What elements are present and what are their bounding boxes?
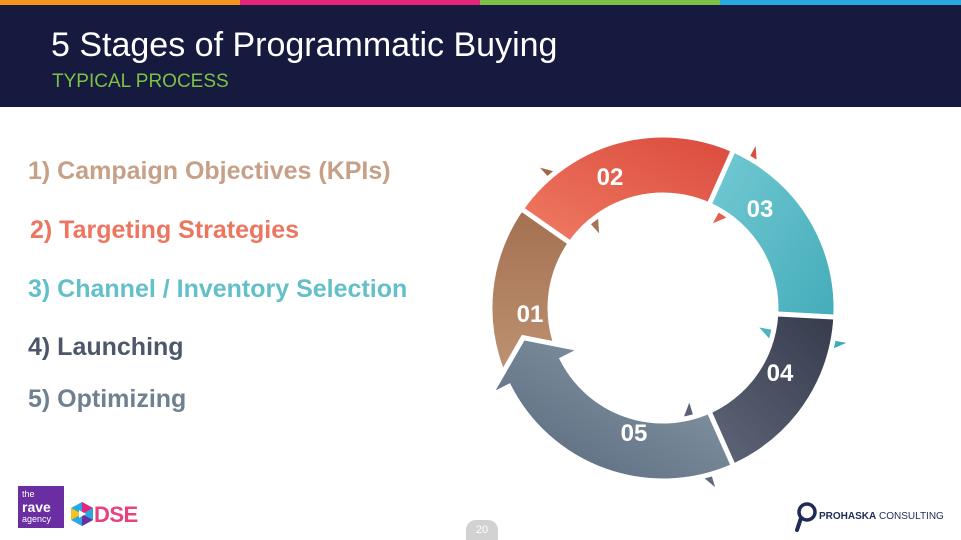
cycle-label-01: 01 (517, 301, 544, 328)
cycle-label-02: 02 (597, 164, 624, 191)
cycle-arrow-05 (482, 334, 737, 484)
prohaska-consulting-logo: PROHASKA CONSULTING (795, 502, 955, 532)
page-number: 20 (466, 520, 498, 540)
stage-item-4: 4) Launching (28, 333, 184, 361)
stage-item-3: 3) Channel / Inventory Selection (28, 275, 408, 303)
rave-logo-line-1: the (22, 489, 35, 499)
rave-logo-line-2: rave (22, 499, 51, 515)
slide-title: 5 Stages of Programmatic Buying (51, 26, 558, 64)
cycle-segments (482, 128, 860, 502)
rave-logo-line-3: agency (22, 514, 52, 524)
top-bar-green (480, 0, 720, 5)
cycle-label-04: 04 (767, 360, 794, 387)
prohaska-logo-text: PROHASKA CONSULTING (819, 511, 944, 522)
prohaska-logo-mark-icon (795, 502, 817, 532)
top-bar-orange (0, 0, 240, 5)
cycle-labels: 01 02 03 04 05 (517, 164, 794, 447)
top-bar-blue (720, 0, 961, 5)
stage-item-5: 5) Optimizing (28, 385, 187, 413)
cycle-label-05: 05 (621, 420, 648, 447)
stage-item-1: 1) Campaign Objectives (KPIs) (28, 157, 391, 185)
slide-subtitle: TYPICAL PROCESS (52, 71, 229, 92)
top-bar-pink (240, 0, 480, 5)
dse-logo-text: DSE (94, 502, 138, 527)
stage-item-2: 2) Targeting Strategies (30, 216, 300, 244)
dse-logo-mark-icon (71, 502, 93, 526)
rave-agency-logo: the rave agency (18, 486, 64, 528)
top-color-bar (0, 0, 961, 5)
slide-header: 5 Stages of Programmatic Buying TYPICAL … (0, 5, 961, 107)
cycle-label-03: 03 (747, 196, 774, 223)
dse-logo: DSE (70, 501, 138, 527)
process-cycle-diagram: 01 02 03 04 05 (482, 128, 860, 502)
